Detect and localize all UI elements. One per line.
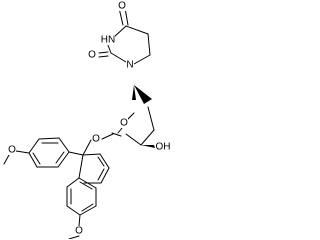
atom-label-o: O [118, 1, 126, 12]
bond [38, 137, 60, 140]
bond [58, 137, 70, 153]
bond [28, 152, 38, 168]
bond [68, 235, 80, 239]
bond [125, 133, 142, 146]
bond [112, 25, 127, 39]
bond [3, 154, 10, 165]
bond [78, 154, 84, 179]
bond [68, 151, 84, 156]
bond [66, 177, 80, 188]
label-bg [126, 60, 134, 70]
atom-label-o: O [8, 145, 16, 156]
bond [140, 129, 155, 146]
atom-label-oh: OH [156, 142, 171, 153]
atom-label-o: O [92, 134, 100, 145]
bonds [3, 7, 155, 227]
bond [78, 177, 97, 189]
label-bg [118, 1, 126, 11]
atom-label-n: N [126, 60, 133, 71]
bond [99, 153, 110, 169]
wedge-bond [134, 85, 152, 104]
wedge-bond [132, 85, 136, 100]
molecule-structure: O HN N O O OH O O O [3, 1, 172, 239]
atom-label-nh: HN [101, 35, 115, 46]
bond [133, 54, 151, 65]
atom-labels: O HN N O O OH O O O [8, 1, 172, 237]
bond [32, 152, 41, 165]
bond [78, 214, 81, 227]
wedges [132, 85, 155, 148]
wedge-bond [141, 145, 155, 148]
label-bg [75, 226, 83, 236]
label-bg [88, 50, 96, 60]
label-bg [120, 118, 128, 128]
bond [117, 127, 123, 134]
bond [147, 33, 151, 56]
bond [126, 112, 135, 121]
bond [79, 181, 93, 190]
bond [82, 139, 92, 156]
bond [97, 156, 105, 167]
bond [81, 203, 94, 212]
bond [66, 205, 81, 216]
atom-label-o: O [75, 226, 83, 237]
bond [111, 132, 122, 137]
bond [147, 106, 155, 131]
bond [101, 133, 114, 140]
bond [125, 25, 149, 35]
atom-label-o: O [120, 118, 128, 129]
label-bg [156, 142, 172, 152]
bond [79, 205, 97, 216]
bond [97, 168, 105, 181]
bond [82, 153, 101, 156]
bond [100, 167, 110, 184]
label-bg [101, 35, 115, 45]
bond [98, 55, 109, 58]
bond [57, 151, 70, 168]
bond [28, 138, 40, 154]
atom-label-o: O [88, 50, 96, 61]
bond [110, 52, 127, 63]
label-bg [8, 145, 16, 155]
bond [15, 150, 30, 154]
stray-bonds [68, 235, 80, 239]
bond [98, 51, 109, 54]
label-bg [92, 134, 101, 144]
bond [55, 151, 65, 164]
